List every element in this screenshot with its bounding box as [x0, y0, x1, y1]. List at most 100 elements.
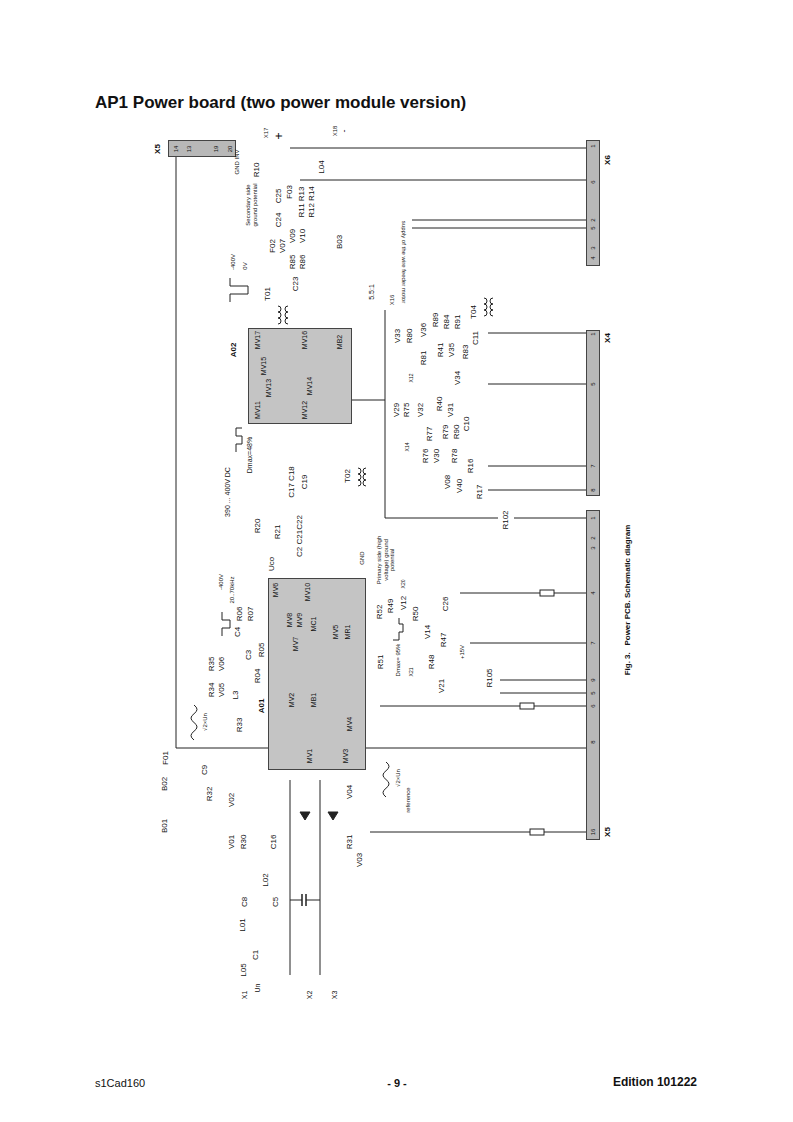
component-label: R16 — [467, 459, 476, 474]
component-label: R86 — [299, 255, 308, 270]
component-label: L02 — [262, 873, 271, 886]
module-label: A01 — [258, 699, 267, 714]
component-label: R12 R14 — [308, 186, 317, 218]
pin-number: 19 — [213, 146, 220, 153]
component-label: R10 — [253, 163, 262, 178]
component-label: V08 — [444, 475, 453, 489]
pulse-symbol — [236, 428, 242, 452]
capacitor-symbol — [302, 894, 306, 906]
wire-connector — [366, 748, 586, 749]
component-label: 0V — [242, 262, 249, 269]
component-label: B01 — [161, 819, 170, 833]
resistor-symbol — [520, 703, 534, 709]
component-label: X17 — [263, 128, 270, 139]
component-label: R31 — [346, 835, 355, 850]
component-label: -400V — [230, 254, 237, 270]
component-label: R32 — [206, 787, 215, 802]
component-label: Dmax= 95% — [395, 644, 402, 677]
transformer-coil — [278, 306, 288, 324]
power-module: A02MV17MV15MV13MV11MV16MV14MV12MB2 — [248, 328, 352, 424]
pulse-symbol — [393, 618, 403, 640]
component-label: MV5 — [332, 625, 340, 639]
component-label: + — [273, 132, 286, 139]
pin-number: 7 — [590, 464, 597, 467]
wire-connector — [176, 157, 268, 748]
pin-number: 14 — [173, 146, 180, 153]
component-label: MV17 — [254, 331, 262, 349]
component-label: R50 — [412, 607, 421, 622]
component-label: - — [340, 130, 350, 133]
component-label: GND — [359, 551, 366, 564]
module-label: A02 — [230, 343, 239, 358]
component-label: 20..70kHz — [229, 576, 236, 603]
pin-number: 1 — [590, 144, 597, 147]
component-label: C16 — [270, 835, 279, 850]
pin-number: 3 — [590, 546, 597, 549]
component-label: MV9 — [296, 613, 304, 627]
pin-number: 4 — [590, 591, 597, 594]
component-label: √2×Un — [395, 769, 402, 787]
component-label: R85 — [289, 255, 298, 270]
component-label: R76 — [422, 449, 431, 464]
component-label: V04 — [346, 785, 355, 799]
module-label: X6 — [604, 155, 613, 165]
component-label: V32 — [417, 403, 426, 417]
pulse-symbol — [230, 278, 248, 302]
component-label: C8 — [241, 897, 250, 907]
component-label: 390 ... 400V DC — [224, 467, 232, 517]
pin-number: 20 — [227, 146, 234, 153]
transformer-coil — [358, 468, 366, 486]
component-label: F02 — [269, 239, 278, 253]
figure-caption: Fig. 3. Power PCB. Schematic diagram — [624, 525, 633, 676]
sine-wave-symbol — [383, 762, 389, 797]
component-label: V30 — [433, 449, 442, 463]
component-label: L04 — [318, 160, 327, 173]
component-label: R07 — [247, 607, 256, 622]
component-label: MV8 — [286, 613, 294, 627]
component-label: T04 — [470, 305, 479, 319]
component-label: R91 — [454, 315, 463, 330]
component-label: X21 — [409, 668, 415, 677]
component-label: R30 — [240, 835, 249, 850]
component-label: V33 — [394, 329, 403, 343]
component-label: +15V — [459, 645, 466, 659]
component-label: V02 — [228, 793, 237, 807]
pin-number: 2 — [590, 536, 597, 539]
component-label: V05 — [218, 683, 227, 697]
component-label: R21 — [274, 525, 283, 540]
component-label: F03 — [286, 185, 295, 199]
component-label: R83 — [462, 345, 471, 360]
component-label: MV16 — [301, 331, 309, 349]
component-label: R78 — [451, 449, 460, 464]
component-label: Primary side (high voltage) ground poten… — [376, 529, 396, 591]
component-label: R80 — [406, 329, 415, 344]
component-label: GND INV — [234, 149, 241, 174]
pin-number: 8 — [590, 488, 597, 491]
component-label: V31 — [447, 403, 456, 417]
component-label: C23 — [292, 277, 301, 292]
component-label: V09 — [289, 229, 298, 243]
component-label: MB1 — [310, 693, 318, 707]
component-label: R105 — [486, 668, 495, 687]
component-label: V34 — [454, 371, 463, 385]
component-label: R34 — [208, 683, 217, 698]
component-label: MV12 — [301, 401, 309, 419]
power-module: A01MV6MV10MV8MV9MV7MC1MV5MR1MB1MV2MV4MV1… — [268, 578, 366, 770]
component-label: R48 — [428, 655, 437, 670]
component-label: V10 — [299, 229, 308, 243]
component-label: 5.5:1 — [368, 284, 376, 300]
component-label: R33 — [236, 718, 245, 733]
component-label: MV11 — [254, 401, 262, 419]
component-label: X14 — [405, 443, 411, 452]
pin-number: 4 — [590, 256, 597, 259]
component-label: V07 — [279, 239, 288, 253]
diode-symbol — [328, 812, 338, 820]
pin-number: 5 — [590, 226, 597, 229]
component-label: -400V — [218, 574, 225, 590]
component-label: MV14 — [306, 377, 314, 395]
component-label: MV3 — [342, 749, 350, 763]
component-label: B03 — [336, 235, 345, 249]
component-label: MV15 — [260, 357, 268, 375]
